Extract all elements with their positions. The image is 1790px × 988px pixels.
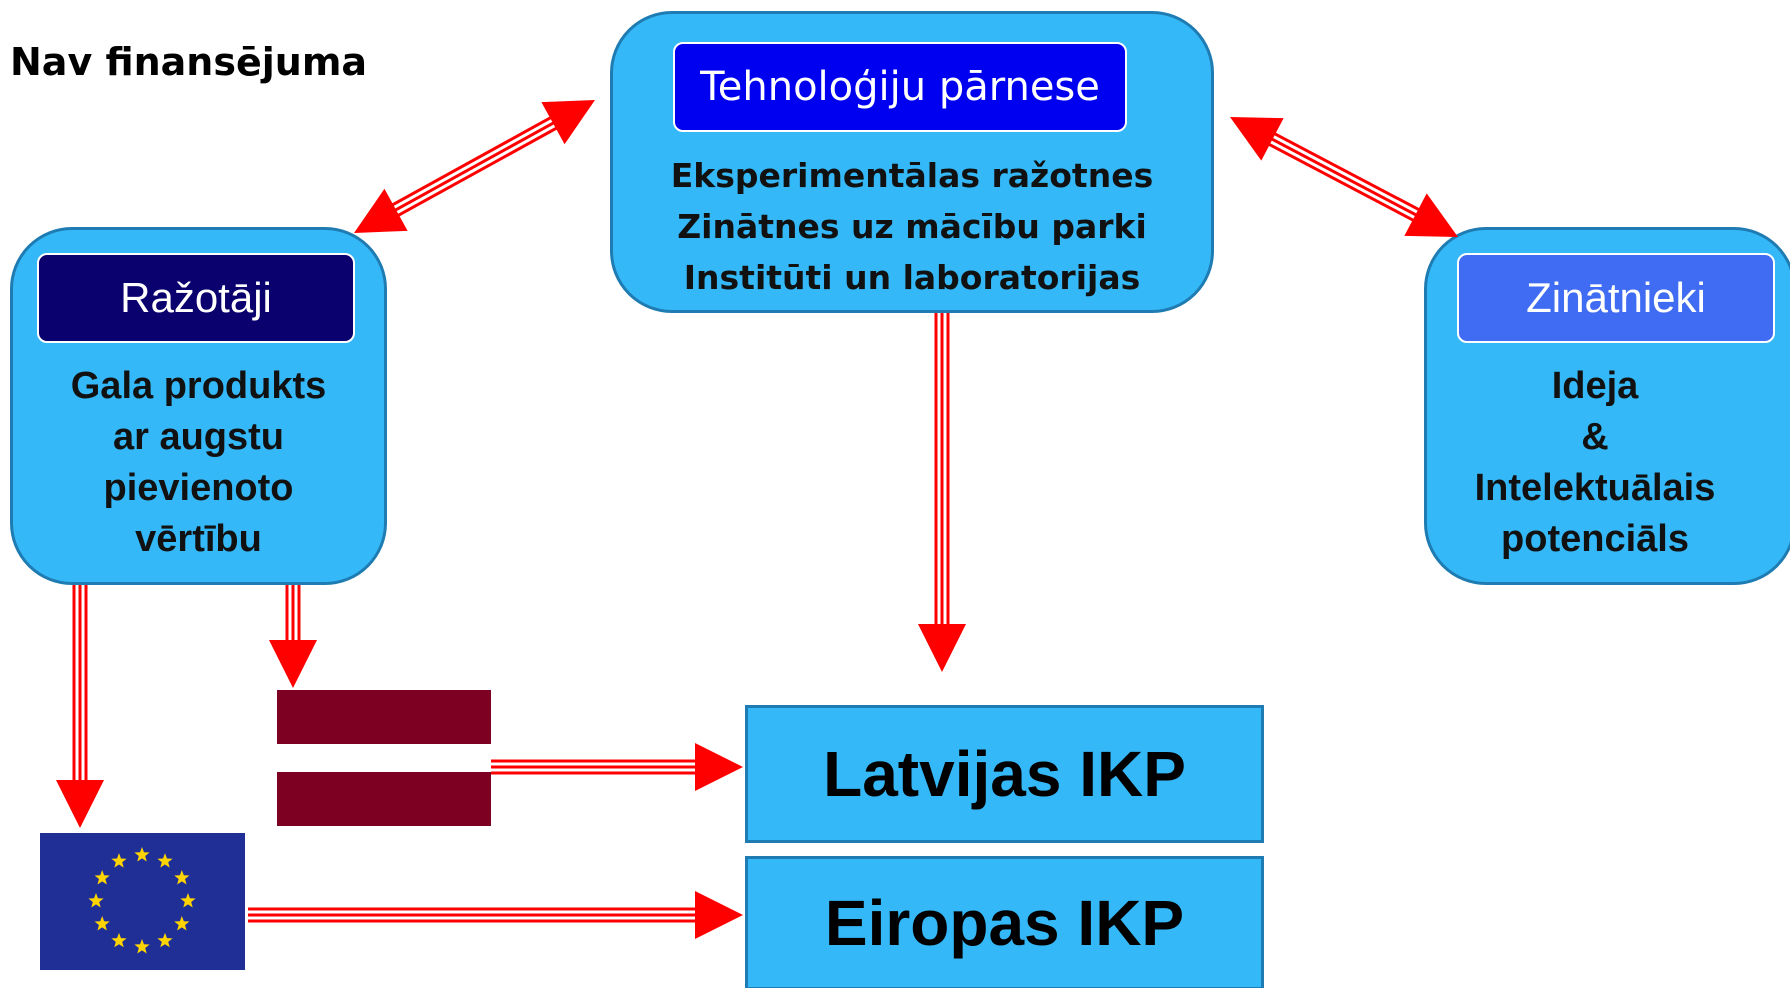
eu-stars-ring xyxy=(88,847,196,954)
eu-star-icon xyxy=(94,870,110,885)
arrow-producers-tech-head-back xyxy=(354,188,408,233)
eu-star-icon xyxy=(134,939,150,954)
tech-line: Institūti un laboratorijas xyxy=(683,258,1141,297)
producers-line: ar augstu xyxy=(112,416,285,458)
scientists-title: Zinātnieki xyxy=(1457,253,1775,343)
eu-star-icon xyxy=(174,870,190,885)
eu-flag-icon xyxy=(40,833,245,970)
technology-transfer-body: Eksperimentālas ražotnes Zinātnes uz māc… xyxy=(613,150,1211,303)
producers-line: pievienoto xyxy=(103,467,294,509)
producers-line: Gala produkts xyxy=(70,365,327,407)
latvia-flag-icon xyxy=(277,690,491,826)
arrow-eu-flag-gdp-shaft xyxy=(248,907,699,923)
latvia-gdp-box: Latvijas IKP xyxy=(745,705,1264,843)
arrow-eu-flag-gdp-head xyxy=(695,891,743,939)
tech-line: Zinātnes uz mācību parki xyxy=(677,207,1147,246)
europe-gdp-box: Eiropas IKP xyxy=(745,856,1264,988)
producers-node: Ražotāji Gala produkts ar augstu pievien… xyxy=(10,227,387,585)
eu-star-icon xyxy=(88,893,104,908)
eu-star-icon xyxy=(157,853,173,868)
tech-line: Eksperimentālas ražotnes xyxy=(670,156,1154,195)
eu-star-icon xyxy=(157,932,173,948)
arrow-producers-latvia-flag-shaft xyxy=(285,585,301,644)
producers-title: Ražotāji xyxy=(37,253,355,343)
eu-star-icon xyxy=(134,847,150,862)
eu-star-icon xyxy=(180,893,196,908)
producers-line: vērtību xyxy=(135,518,262,560)
arrow-producers-tech-shaft xyxy=(388,114,561,219)
arrow-producers-latvia-flag-head xyxy=(269,640,317,688)
eu-star-icon xyxy=(94,916,110,931)
arrow-producers-eu-flag-head xyxy=(56,780,104,828)
scientists-line: Intelektuālais xyxy=(1474,467,1716,509)
arrow-tech-scientists-shaft xyxy=(1265,130,1423,224)
arrow-latvia-flag-gdp-shaft xyxy=(491,759,699,775)
scientists-line: potenciāls xyxy=(1501,518,1689,560)
arrow-tech-latvia-gdp-head xyxy=(918,624,966,672)
arrow-tech-scientists-head-back xyxy=(1230,117,1284,161)
eu-star-icon xyxy=(174,916,190,931)
scientists-node: Zinātnieki Ideja & Intelektuālais potenc… xyxy=(1424,227,1790,585)
arrow-latvia-flag-gdp-head xyxy=(695,743,743,791)
eu-star-icon xyxy=(111,853,127,868)
technology-transfer-node: Tehnoloģiju pārnese Eksperimentālas ražo… xyxy=(610,11,1214,313)
producers-body: Gala produkts ar augstu pievienoto vērtī… xyxy=(13,361,384,565)
scientists-body: Ideja & Intelektuālais potenciāls xyxy=(1427,361,1763,565)
arrow-tech-scientists-head xyxy=(1404,193,1458,237)
technology-transfer-title: Tehnoloģiju pārnese xyxy=(673,42,1127,132)
arrow-producers-tech-head xyxy=(541,100,595,145)
arrow-producers-eu-flag-shaft xyxy=(72,585,88,784)
arrow-tech-latvia-gdp-shaft xyxy=(934,313,950,628)
eu-star-icon xyxy=(111,932,127,948)
scientists-line: & xyxy=(1581,416,1609,458)
no-funding-caption: Nav finansējuma xyxy=(10,40,368,84)
scientists-line: Ideja xyxy=(1551,365,1639,407)
